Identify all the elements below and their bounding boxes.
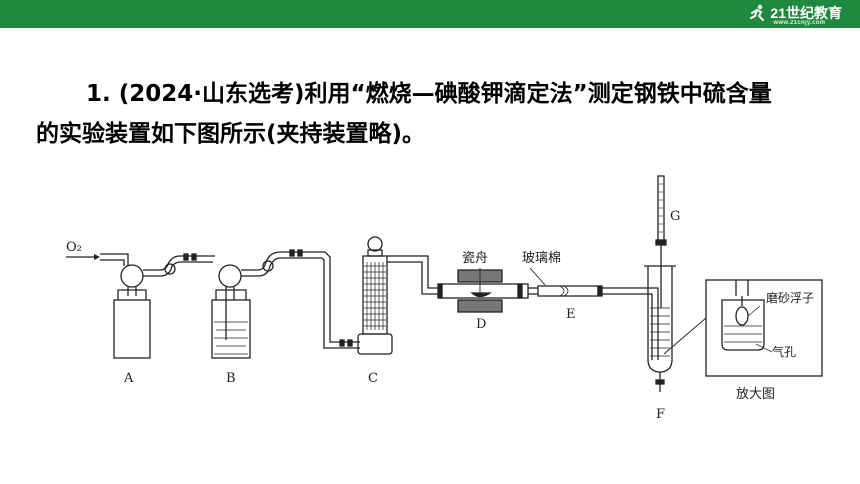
question-source: (2024·山东选考) — [118, 81, 305, 107]
inset-caption: 放大图 — [736, 387, 775, 402]
question-text: 1. (2024·山东选考)利用“燃烧—碘酸钾滴定法”测定钢铁中硫含量 的实验装… — [36, 74, 836, 154]
wool-label: 玻璃棉 — [522, 251, 561, 266]
label-f: F — [656, 407, 665, 422]
wash-bottle-a — [113, 264, 151, 359]
question-number: 1. — [86, 81, 111, 107]
label-a: A — [123, 371, 134, 386]
label-d: D — [476, 317, 486, 332]
boat-label: 瓷舟 — [462, 251, 488, 266]
burette-g — [655, 175, 667, 308]
runner-icon — [750, 4, 765, 21]
wash-bottle-b — [211, 264, 251, 359]
hole-label: 气孔 — [772, 344, 796, 359]
label-e: E — [566, 307, 576, 322]
o2-label: O₂ — [66, 240, 82, 255]
label-b: B — [226, 371, 236, 386]
logo-text: 21世纪教育 — [770, 5, 842, 21]
absorption-tube-f — [644, 265, 676, 392]
top-banner: 21世纪教育 www.21cnjy.com — [0, 0, 860, 28]
drying-tube-c — [357, 236, 393, 355]
label-c: C — [368, 371, 378, 386]
logo-url: www.21cnjy.com — [773, 20, 826, 26]
brand-logo: 21世纪教育 www.21cnjy.com — [749, 3, 842, 26]
glass-tube-e — [529, 267, 603, 297]
question-line1: 利用“燃烧—碘酸钾滴定法”测定钢铁中硫含量 — [304, 81, 772, 107]
tube-furnace-d — [437, 268, 529, 313]
inset-magnified-view — [705, 279, 823, 377]
question-line2: 的实验装置如下图所示(夹持装置略)。 — [36, 121, 426, 147]
float-label: 磨砂浮子 — [766, 291, 814, 305]
label-g: G — [670, 209, 680, 224]
